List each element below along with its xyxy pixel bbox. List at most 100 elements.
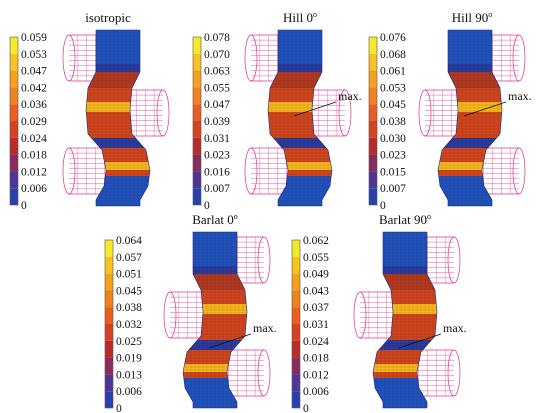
legend-swatch: [369, 37, 377, 54]
legend-swatch: [105, 240, 113, 257]
legend-swatch: [193, 121, 201, 138]
legend-tick-label: 0.036: [21, 99, 47, 111]
panel-title-text: isotropic: [85, 10, 131, 25]
legend-tick-label: 0.049: [303, 269, 329, 281]
legend-swatch: [369, 104, 377, 121]
legend-tick-label: 0.025: [116, 336, 142, 348]
max-leader-line: [208, 333, 252, 349]
legend-tick-label: 0.064: [116, 235, 142, 247]
legend-tick-label: 0.057: [116, 252, 142, 264]
max-label: max.: [253, 321, 277, 335]
legend: 0.0590.0530.0470.0420.0360.0290.0240.018…: [9, 32, 47, 212]
strip-outline: [85, 29, 151, 207]
legend-swatch: [105, 324, 113, 341]
roller-end: [418, 89, 432, 137]
legend-swatch: [105, 256, 113, 274]
roller-end: [512, 147, 526, 195]
legend-tick-label: 0.018: [21, 150, 47, 162]
roller-end: [447, 349, 461, 397]
legend: 0.0620.0550.0490.0430.0370.0310.0240.018…: [291, 235, 329, 413]
legend-swatch: [193, 87, 201, 105]
strain-band: [438, 162, 502, 170]
legend-tick-label: 0.051: [116, 269, 142, 281]
legend-swatch: [193, 171, 201, 189]
strip-mesh: [437, 29, 503, 207]
legend-tick-label: 0.037: [303, 302, 329, 314]
strain-band: [373, 304, 437, 314]
legend-tick-label: 0.030: [380, 133, 406, 145]
strip-outline: [437, 29, 503, 207]
legend-tick-label: 0.007: [380, 183, 406, 195]
panel-title-text: Hill 90: [452, 10, 488, 25]
legend-swatch: [10, 104, 18, 121]
max-leader-line: [398, 333, 442, 349]
panel-1: isotropic0.0590.0530.0470.0420.0360.0290…: [9, 10, 170, 212]
legend-swatch: [292, 324, 300, 341]
strain-band: [373, 340, 437, 350]
legend-frame: [9, 36, 19, 206]
legend-tick-label: 0.007: [204, 183, 230, 195]
legend-tick-label: 0.024: [21, 133, 47, 145]
panel-3: Hill 90omax.0.0760.0680.0610.0530.0450.0…: [368, 10, 532, 212]
roller-end: [62, 147, 76, 195]
legend-tick-label: 0.039: [204, 116, 230, 128]
legend-tick-label: 0.031: [204, 133, 230, 145]
strain-band: [183, 340, 247, 350]
strip-mesh: [182, 231, 248, 409]
legend-swatch: [193, 53, 201, 71]
legend-swatch: [292, 391, 300, 408]
legend-swatch: [369, 137, 377, 155]
legend-frame: [104, 239, 114, 409]
legend-swatch: [292, 273, 300, 291]
panel-title: Hill 0o: [283, 10, 317, 25]
legend-tick-label: 0.012: [21, 166, 47, 178]
legend-frame: [291, 239, 301, 409]
strain-band: [86, 30, 150, 64]
legend-swatch: [369, 188, 377, 205]
legend-swatch: [292, 256, 300, 274]
legend-tick-label: 0.042: [21, 82, 47, 94]
legend-tick-label: 0.053: [21, 49, 47, 61]
legend-swatch: [10, 137, 18, 155]
panel-2: Hill 0omax.0.0780.0700.0630.0550.0470.03…: [192, 10, 362, 212]
legend-swatch: [105, 391, 113, 408]
roller-end: [353, 291, 367, 339]
legend-tick-label: 0.023: [204, 150, 230, 162]
legend-swatch: [10, 70, 18, 88]
legend-swatch: [10, 171, 18, 189]
legend-tick-label: 0.061: [380, 66, 406, 78]
legend-tick-label: 0.062: [303, 235, 329, 247]
legend-swatch: [10, 188, 18, 205]
legend-swatch: [369, 121, 377, 138]
legend-tick-label: 0.024: [303, 336, 329, 348]
legend-tick-label: 0.047: [21, 66, 47, 78]
legend-tick-label: 0.076: [380, 32, 406, 44]
legend-frame: [368, 36, 378, 206]
legend-tick-label: 0.019: [116, 353, 142, 365]
roller-end: [447, 236, 461, 284]
panel-title-superscript: o: [427, 212, 431, 221]
legend-tick-label: 0.053: [380, 82, 406, 94]
legend-tick-label: 0.045: [380, 99, 406, 111]
legend-tick-label: 0.038: [380, 116, 406, 128]
panel-title: Hill 90o: [452, 10, 492, 25]
max-leader-line: [293, 101, 337, 117]
legend-swatch: [10, 121, 18, 138]
strain-band: [373, 266, 437, 274]
legend-swatch: [292, 307, 300, 324]
legend: 0.0640.0570.0510.0450.0380.0320.0250.019…: [104, 235, 142, 413]
legend-tick-label: 0: [204, 200, 210, 212]
max-label: max.: [508, 89, 532, 103]
strip-mesh: [372, 231, 438, 409]
panel-title-text: Hill 0: [283, 10, 313, 25]
legend-tick-label: 0.018: [303, 353, 329, 365]
panel-title-superscript: o: [488, 10, 492, 19]
strain-band: [268, 102, 332, 112]
panel-title-text: Barlat 90: [379, 212, 427, 227]
legend-tick-label: 0: [303, 403, 309, 413]
legend-swatch: [10, 53, 18, 71]
legend-tick-label: 0.055: [204, 82, 230, 94]
legend-tick-label: 0.055: [303, 252, 329, 264]
legend-swatch: [369, 53, 377, 71]
